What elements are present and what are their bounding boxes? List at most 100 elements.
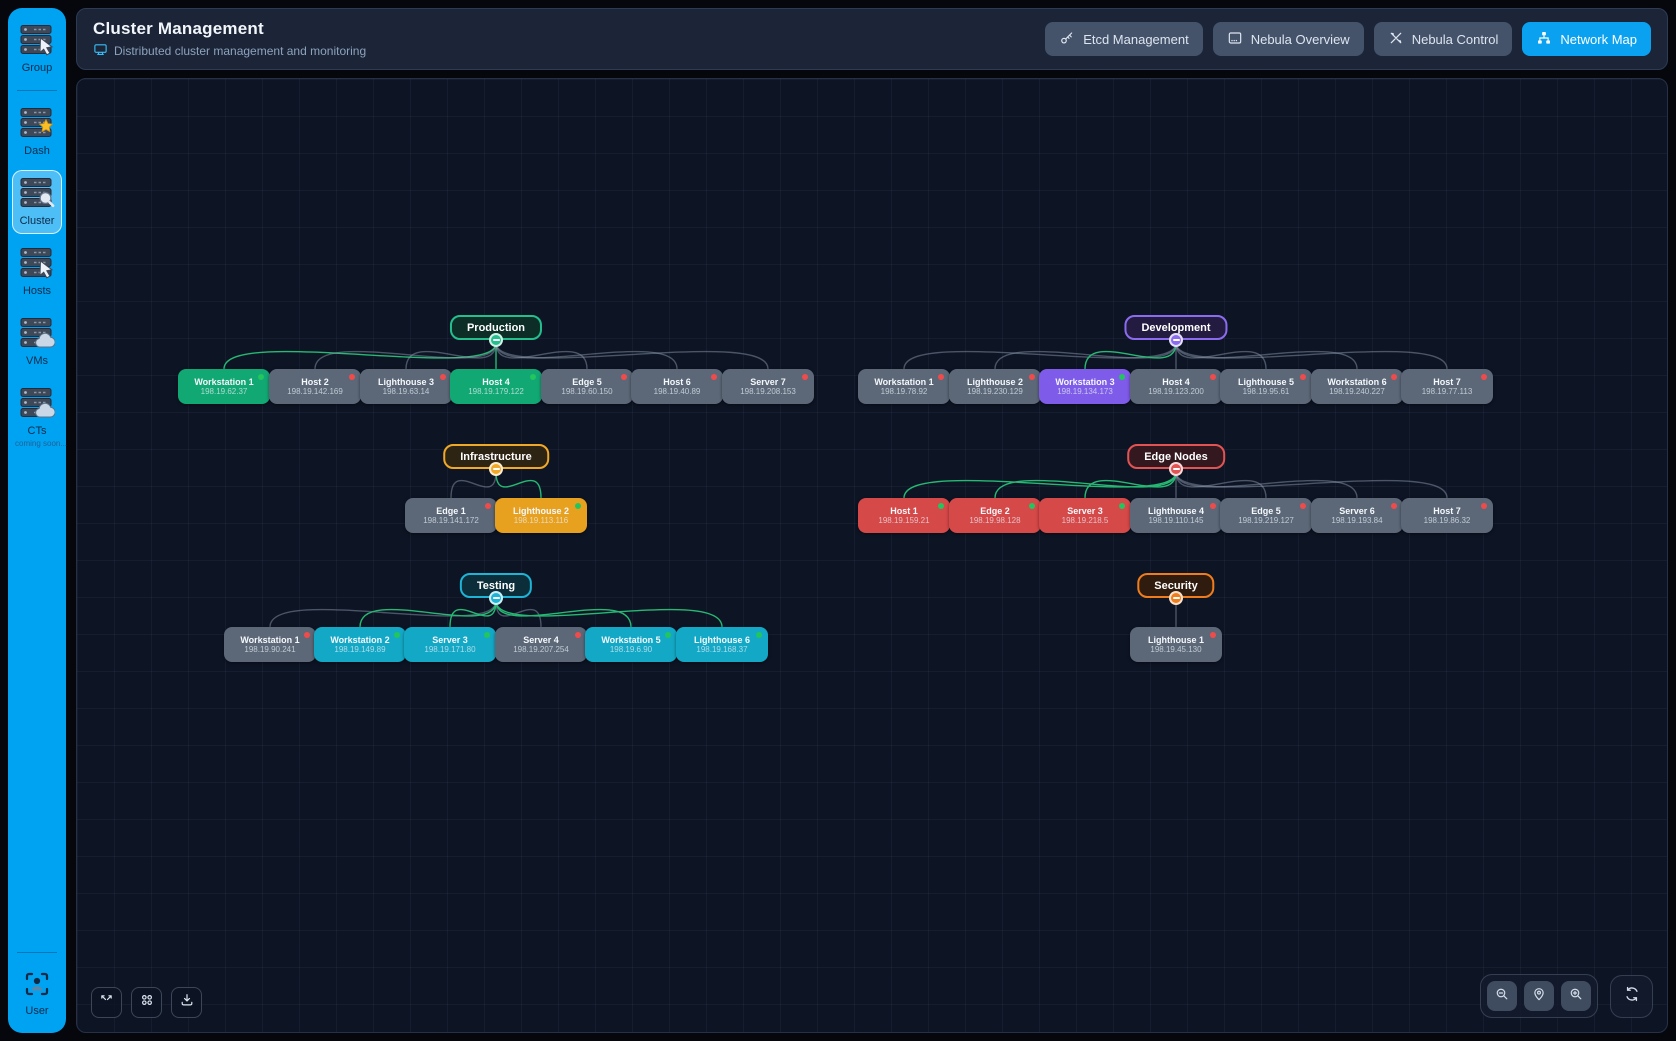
node-testing-server-4[interactable]: Server 4198.19.207.254 [495,627,587,662]
grid-button[interactable] [131,987,162,1018]
node-ip: 198.19.6.90 [610,646,652,654]
zoom-in-button[interactable] [1561,981,1591,1011]
node-label: Server 6 [1339,507,1375,516]
node-ip: 198.19.149.89 [334,646,385,654]
header-button-network-map[interactable]: Network Map [1522,22,1651,56]
node-development-host-4[interactable]: Host 4198.19.123.200 [1130,369,1222,404]
grid-icon [139,992,155,1013]
node-edge-nodes-server-6[interactable]: Server 6198.19.193.84 [1311,498,1403,533]
sidebar-item-label: Hosts [23,285,51,297]
node-label: Server 4 [523,636,559,645]
servers-cursor-icon [19,24,55,61]
header-button-label: Etcd Management [1083,32,1189,47]
node-ip: 198.19.113.116 [514,517,568,525]
collapse-chip-production[interactable] [489,333,503,347]
collapse-chip-infrastructure[interactable] [489,462,503,476]
status-dot [711,374,717,380]
node-edge-nodes-server-3[interactable]: Server 3198.19.218.5 [1039,498,1131,533]
node-production-server-7[interactable]: Server 7198.19.208.153 [722,369,814,404]
status-dot [1300,503,1306,509]
node-production-workstation-1[interactable]: Workstation 1198.19.62.37 [178,369,270,404]
node-testing-lighthouse-6[interactable]: Lighthouse 6198.19.168.37 [676,627,768,662]
status-dot [1391,503,1397,509]
node-production-host-6[interactable]: Host 6198.19.40.89 [631,369,723,404]
download-button[interactable] [171,987,202,1018]
expand-button[interactable] [91,987,122,1018]
page-header: Cluster Management Distributed cluster m… [76,8,1668,70]
sidebar-item-user[interactable]: User [12,962,62,1024]
status-dot [1029,503,1035,509]
node-label: Workstation 1 [194,378,253,387]
status-dot [440,374,446,380]
node-edge-nodes-edge-2[interactable]: Edge 2198.19.98.128 [949,498,1041,533]
node-ip: 198.19.40.89 [654,388,701,396]
locate-button[interactable] [1524,981,1554,1011]
zoom-out-button[interactable] [1487,981,1517,1011]
header-button-nebula-control[interactable]: Nebula Control [1374,22,1513,56]
node-production-host-2[interactable]: Host 2198.19.142.169 [269,369,361,404]
status-dot [756,632,762,638]
node-infrastructure-edge-1[interactable]: Edge 1198.19.141.172 [405,498,497,533]
node-production-host-4[interactable]: Host 4198.19.179.122 [450,369,542,404]
status-dot [1481,503,1487,509]
node-ip: 198.19.230.129 [967,388,1023,396]
node-label: Host 4 [482,378,510,387]
header-button-etcd-management[interactable]: Etcd Management [1045,22,1203,56]
status-dot [484,632,490,638]
node-testing-workstation-2[interactable]: Workstation 2198.19.149.89 [314,627,406,662]
node-testing-workstation-5[interactable]: Workstation 5198.19.6.90 [585,627,677,662]
node-testing-server-3[interactable]: Server 3198.19.171.80 [404,627,496,662]
collapse-chip-development[interactable] [1169,333,1183,347]
node-ip: 198.19.141.172 [423,517,479,525]
sidebar-item-vms[interactable]: VMs [12,310,62,374]
node-edge-nodes-lighthouse-4[interactable]: Lighthouse 4198.19.110.145 [1130,498,1222,533]
node-edge-nodes-host-1[interactable]: Host 1198.19.159.21 [858,498,950,533]
node-edge-nodes-host-7[interactable]: Host 7198.19.86.32 [1401,498,1493,533]
node-label: Lighthouse 6 [694,636,750,645]
page-subtitle: Distributed cluster management and monit… [114,44,366,58]
network-map-canvas[interactable]: ProductionWorkstation 1198.19.62.37Host … [76,78,1668,1033]
header-button-label: Nebula Control [1412,32,1499,47]
node-label: Workstation 2 [330,636,389,645]
sidebar-item-note: coming soon... [15,439,59,448]
collapse-chip-testing[interactable] [489,591,503,605]
node-label: Workstation 3 [1055,378,1114,387]
sidebar-item-hosts[interactable]: Hosts [12,240,62,304]
node-security-lighthouse-1[interactable]: Lighthouse 1198.19.45.130 [1130,627,1222,662]
collapse-chip-edge-nodes[interactable] [1169,462,1183,476]
node-ip: 198.19.60.150 [561,388,612,396]
node-development-lighthouse-2[interactable]: Lighthouse 2198.19.230.129 [949,369,1041,404]
status-dot [530,374,536,380]
node-infrastructure-lighthouse-2[interactable]: Lighthouse 2198.19.113.116 [495,498,587,533]
collapse-chip-security[interactable] [1169,591,1183,605]
node-development-workstation-1[interactable]: Workstation 1198.19.78.92 [858,369,950,404]
node-development-workstation-6[interactable]: Workstation 6198.19.240.227 [1311,369,1403,404]
zoom-controls [1480,974,1598,1018]
sidebar-item-group[interactable]: Group [12,17,62,81]
node-label: Edge 2 [980,507,1010,516]
node-production-lighthouse-3[interactable]: Lighthouse 3198.19.63.14 [360,369,452,404]
main-column: Cluster Management Distributed cluster m… [76,8,1668,1033]
header-button-nebula-overview[interactable]: Nebula Overview [1213,22,1364,56]
node-ip: 198.19.98.128 [969,517,1020,525]
node-production-edge-5[interactable]: Edge 5198.19.60.150 [541,369,633,404]
refresh-button[interactable] [1610,975,1653,1018]
status-dot [304,632,310,638]
status-dot [621,374,627,380]
node-development-workstation-3[interactable]: Workstation 3198.19.134.173 [1039,369,1131,404]
node-label: Server 7 [750,378,786,387]
node-testing-workstation-1[interactable]: Workstation 1198.19.90.241 [224,627,316,662]
node-ip: 198.19.218.5 [1062,517,1109,525]
zoom-out-icon [1494,986,1510,1007]
node-development-host-7[interactable]: Host 7198.19.77.113 [1401,369,1493,404]
node-edge-nodes-edge-5[interactable]: Edge 5198.19.219.127 [1220,498,1312,533]
sidebar-item-label: Cluster [20,215,55,227]
sidebar-item-dash[interactable]: Dash [12,100,62,164]
sidebar-item-cts[interactable]: CTscoming soon... [12,380,62,455]
sidebar-item-cluster[interactable]: Cluster [12,170,62,234]
node-development-lighthouse-5[interactable]: Lighthouse 5198.19.95.61 [1220,369,1312,404]
node-label: Host 4 [1162,378,1190,387]
node-label: Host 7 [1433,507,1461,516]
tools-icon [1388,30,1404,49]
node-label: Lighthouse 2 [967,378,1023,387]
